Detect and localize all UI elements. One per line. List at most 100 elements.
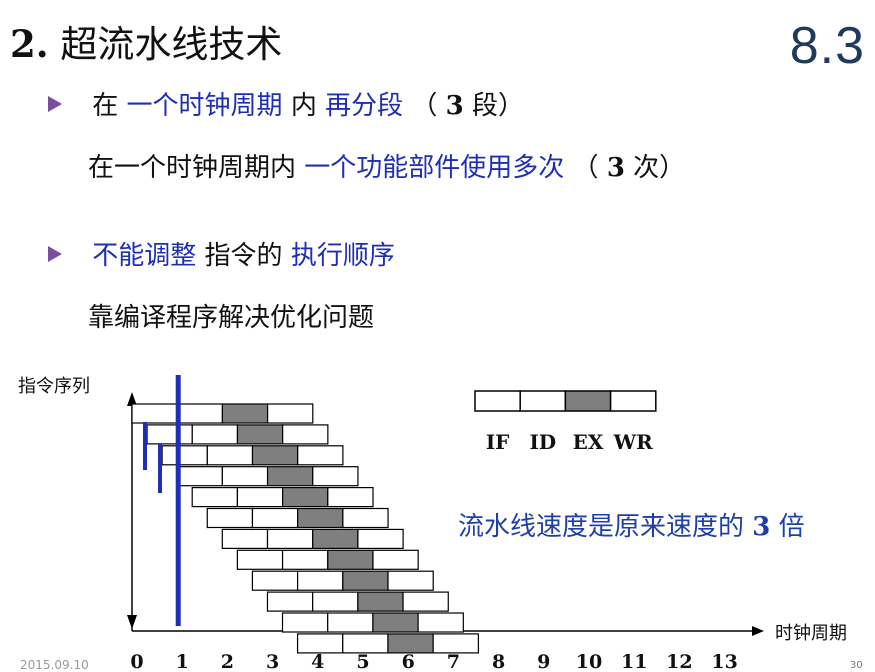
x-tick-label: 8 <box>492 651 505 671</box>
bullet-1-text-a: 在 <box>92 91 127 121</box>
bullet-1-text-e: （ <box>411 91 446 121</box>
pipeline-stage-box <box>236 549 284 570</box>
bullet-arrow-icon <box>48 246 62 262</box>
x-tick-label: 13 <box>711 651 737 671</box>
pipeline-stage-box <box>281 549 329 570</box>
x-axis-label: 时钟周期 <box>775 623 847 644</box>
pipeline-stage-box <box>417 612 464 633</box>
pipeline-stage-box <box>266 466 314 487</box>
speed-note-num: 3 <box>752 512 771 542</box>
pipeline-stage-box <box>236 424 284 445</box>
pipeline-stage-box <box>327 612 374 633</box>
pipeline-stage-box <box>267 403 314 424</box>
pipeline-stage-box <box>161 445 208 466</box>
pipeline-stage-box <box>297 570 344 591</box>
legend-label: IF <box>486 430 510 454</box>
pipeline-stage-box <box>176 403 223 424</box>
legend-box <box>564 390 612 412</box>
pipeline-stage-box <box>191 424 239 445</box>
legend-box <box>519 390 567 412</box>
pipeline-stage-box <box>236 487 284 508</box>
pipeline-stage-box <box>402 591 449 612</box>
legend-box <box>609 390 657 412</box>
legend-box <box>474 390 521 412</box>
slide-date: 2015.09.10 <box>20 658 89 672</box>
pipeline-stage-box <box>312 466 359 487</box>
pipeline-stage-box <box>342 507 389 529</box>
pipeline-stage-box <box>312 528 359 550</box>
x-tick-label: 1 <box>176 651 189 671</box>
y-axis-arrow-icon <box>127 392 137 406</box>
pipeline-stage-box <box>357 591 404 612</box>
speed-note-text-a: 流水线速度是原来速度的 <box>458 512 753 542</box>
pipeline-stage-box <box>266 528 314 550</box>
bullet-1-num: 3 <box>445 91 464 121</box>
pipeline-stage-box <box>266 591 314 612</box>
pipeline-stage-box <box>342 570 389 591</box>
pipeline-stage-box <box>297 445 344 466</box>
x-tick-label: 10 <box>576 651 602 671</box>
pipeline-stage-box <box>146 424 193 445</box>
x-tick-label: 3 <box>266 651 279 671</box>
bullet-1-highlight-b: 再分段 <box>325 91 404 121</box>
bullet-2-highlight-b: 执行顺序 <box>290 241 395 271</box>
pipeline-stage-box <box>281 612 329 633</box>
bullet-2-text-b: 指令的 <box>204 241 291 271</box>
slide-title: 2. 超流水线技术 <box>10 14 282 68</box>
bullet-1-sub-text-a: 在一个时钟周期内 <box>88 153 305 183</box>
pipeline-stage-box <box>387 633 434 654</box>
x-tick-label: 7 <box>447 651 460 671</box>
pipeline-stage-box <box>432 633 479 654</box>
pipeline-stage-box <box>176 466 223 487</box>
pipeline-stage-box <box>251 445 299 466</box>
bullet-2-highlight-a: 不能调整 <box>92 241 197 271</box>
pipeline-stage-box <box>327 487 374 508</box>
legend-label: ID <box>529 430 556 454</box>
speed-note-text-c: 倍 <box>778 512 805 542</box>
x-tick-label: 0 <box>130 651 143 671</box>
pipeline-stage-box <box>131 403 178 424</box>
pipeline-stage-box <box>296 633 344 654</box>
pipeline-stage-box <box>297 507 344 529</box>
bullet-2: 不能调整 指令的 执行顺序 <box>48 235 395 272</box>
pipeline-stage-box <box>251 570 299 591</box>
pipeline-stage-box <box>312 591 359 612</box>
pipeline-stage-box <box>221 528 269 550</box>
x-tick-label: 12 <box>666 651 692 671</box>
pipeline-stage-box <box>342 633 389 654</box>
pipeline-stage-box <box>372 549 419 570</box>
title-text: 超流水线技术 <box>60 23 283 66</box>
section-number: 8.3 <box>789 17 865 75</box>
bullet-1-sub: 在一个时钟周期内 一个功能部件使用多次 （ 3 次） <box>88 147 685 184</box>
bullet-1-text-g: 段） <box>471 91 524 121</box>
bullet-1-sub-num: 3 <box>606 153 625 183</box>
x-tick-label: 9 <box>537 651 550 671</box>
x-tick-label: 4 <box>311 651 324 671</box>
title-number: 2. <box>10 22 49 66</box>
pipeline-stage-box <box>191 487 239 508</box>
x-tick-label: 2 <box>221 651 234 671</box>
pipeline-stage-box <box>206 445 254 466</box>
y-axis-label: 指令序列 <box>18 376 90 397</box>
pipeline-stage-box <box>357 528 404 550</box>
bullet-1-sub-highlight: 一个功能部件使用多次 <box>304 153 565 183</box>
pipeline-stage-box <box>221 466 269 487</box>
pipeline-stage-box <box>282 424 329 445</box>
bullet-2-sub: 靠编译程序解决优化问题 <box>88 303 375 333</box>
bullet-1: 在 一个时钟周期 内 再分段 （ 3 段） <box>48 85 524 122</box>
x-tick-label: 6 <box>402 651 415 671</box>
pipeline-stage-box <box>387 570 434 591</box>
pipeline-stage-box <box>282 487 329 508</box>
pipeline-stage-box <box>206 507 254 529</box>
x-axis-arrow-icon <box>752 626 764 636</box>
bullet-1-sub-text-e: 次） <box>633 153 686 183</box>
pipeline-stage-box <box>327 549 374 570</box>
pipeline-stage-box <box>221 403 269 424</box>
bullet-arrow-icon <box>48 96 62 112</box>
bullet-1-highlight-a: 一个时钟周期 <box>126 91 283 121</box>
page-number: 30 <box>850 660 863 671</box>
bullet-1-text-c: 内 <box>290 91 326 121</box>
pipeline-stage-box <box>251 507 299 529</box>
bullet-1-sub-text-c: （ <box>572 153 607 183</box>
